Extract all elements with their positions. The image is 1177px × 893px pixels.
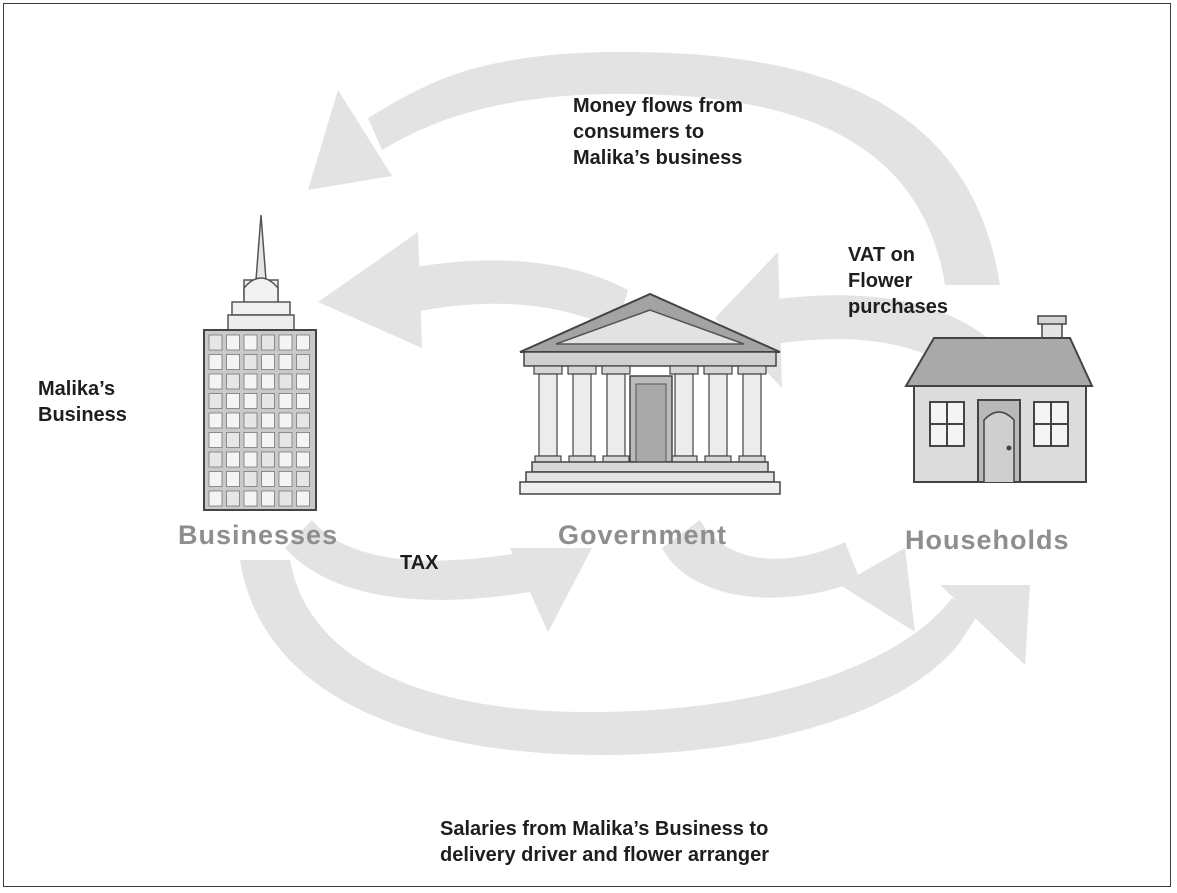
house-icon [904, 315, 1094, 483]
skyscraper-icon [203, 214, 317, 511]
government-label: Government [558, 520, 728, 550]
salary-flow-arrow [240, 560, 1030, 755]
businesses-label: Businesses [178, 520, 339, 550]
households-label: Households [905, 525, 1070, 555]
money-flow-label: Money flows from consumers to Malika’s b… [573, 95, 744, 169]
money-flow-arrow [308, 51, 1000, 285]
tax-label: TAX [400, 552, 439, 574]
government-to-households-arrow [662, 520, 915, 632]
government-building-icon [519, 292, 781, 495]
tax-arrow [285, 520, 592, 632]
vat-label: VAT on Flower purchases [848, 244, 949, 318]
government-to-businesses-arrow [318, 232, 628, 348]
salaries-label: Salaries from Malika’s Business to deliv… [440, 818, 770, 866]
malika-business-label: Malika’s Business [38, 378, 127, 426]
diagram-frame [3, 3, 1171, 887]
